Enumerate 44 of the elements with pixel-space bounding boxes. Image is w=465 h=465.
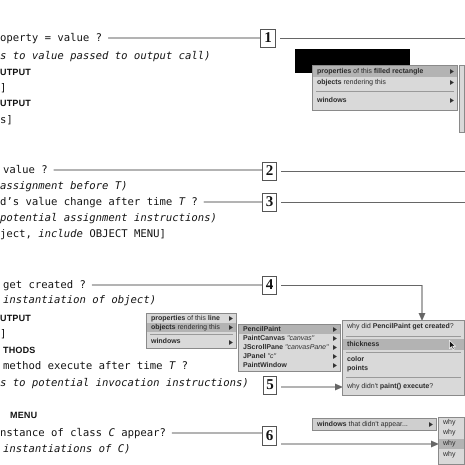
arrow <box>281 440 439 448</box>
explanation-text: assignment before T) <box>0 179 128 193</box>
callout-number: 6 <box>262 426 277 446</box>
explanation-text: potential assignment instructions) <box>0 211 217 225</box>
leader-line <box>281 170 465 172</box>
leader-line <box>92 284 262 286</box>
question-text: operty = value ? <box>0 31 102 45</box>
leader-line <box>54 169 262 171</box>
menu-panel <box>459 65 465 133</box>
heading-text: UTPUT <box>0 97 31 110</box>
explanation-text: instantiation of object) <box>3 293 156 307</box>
text-fragment: ] <box>0 81 6 95</box>
heading-text: UTPUT <box>0 66 31 79</box>
callout-number: 4 <box>262 276 277 295</box>
explanation-text: instantiations of C) <box>3 442 131 456</box>
menu-panel <box>146 313 237 349</box>
menu-panel <box>238 324 341 372</box>
explanation-text: s to value passed to output call) <box>0 49 210 63</box>
leader-line <box>280 38 465 40</box>
callout-number: 3 <box>262 193 277 212</box>
heading-text: THODS <box>3 344 36 357</box>
question-text: get created ? <box>3 278 86 292</box>
note-text: ject, include OBJECT MENU] <box>0 227 166 241</box>
menu-panel <box>312 65 458 111</box>
menu-panel <box>342 320 465 396</box>
question-text: nstance of class C appear? <box>0 426 166 440</box>
heading-text: MENU <box>10 409 38 422</box>
heading-text: UTPUT <box>0 312 31 325</box>
arrow <box>281 284 426 321</box>
text-fragment: ] <box>0 327 6 341</box>
text-fragment: s] <box>0 113 13 127</box>
menu-panel <box>438 417 465 465</box>
callout-number: 2 <box>262 162 277 181</box>
callout-number: 1 <box>260 29 276 48</box>
leader-line <box>204 201 262 203</box>
question-text: d’s value change after time T ? <box>0 195 198 209</box>
question-text: method execute after time T ? <box>3 359 188 373</box>
leader-line <box>172 432 262 434</box>
arrow <box>281 384 343 390</box>
callout-number: 5 <box>263 376 277 395</box>
explanation-text: s to potential invocation instructions) <box>0 376 249 390</box>
question-text: value ? <box>3 163 48 177</box>
leader-line <box>108 37 260 39</box>
leader-line <box>281 202 465 204</box>
